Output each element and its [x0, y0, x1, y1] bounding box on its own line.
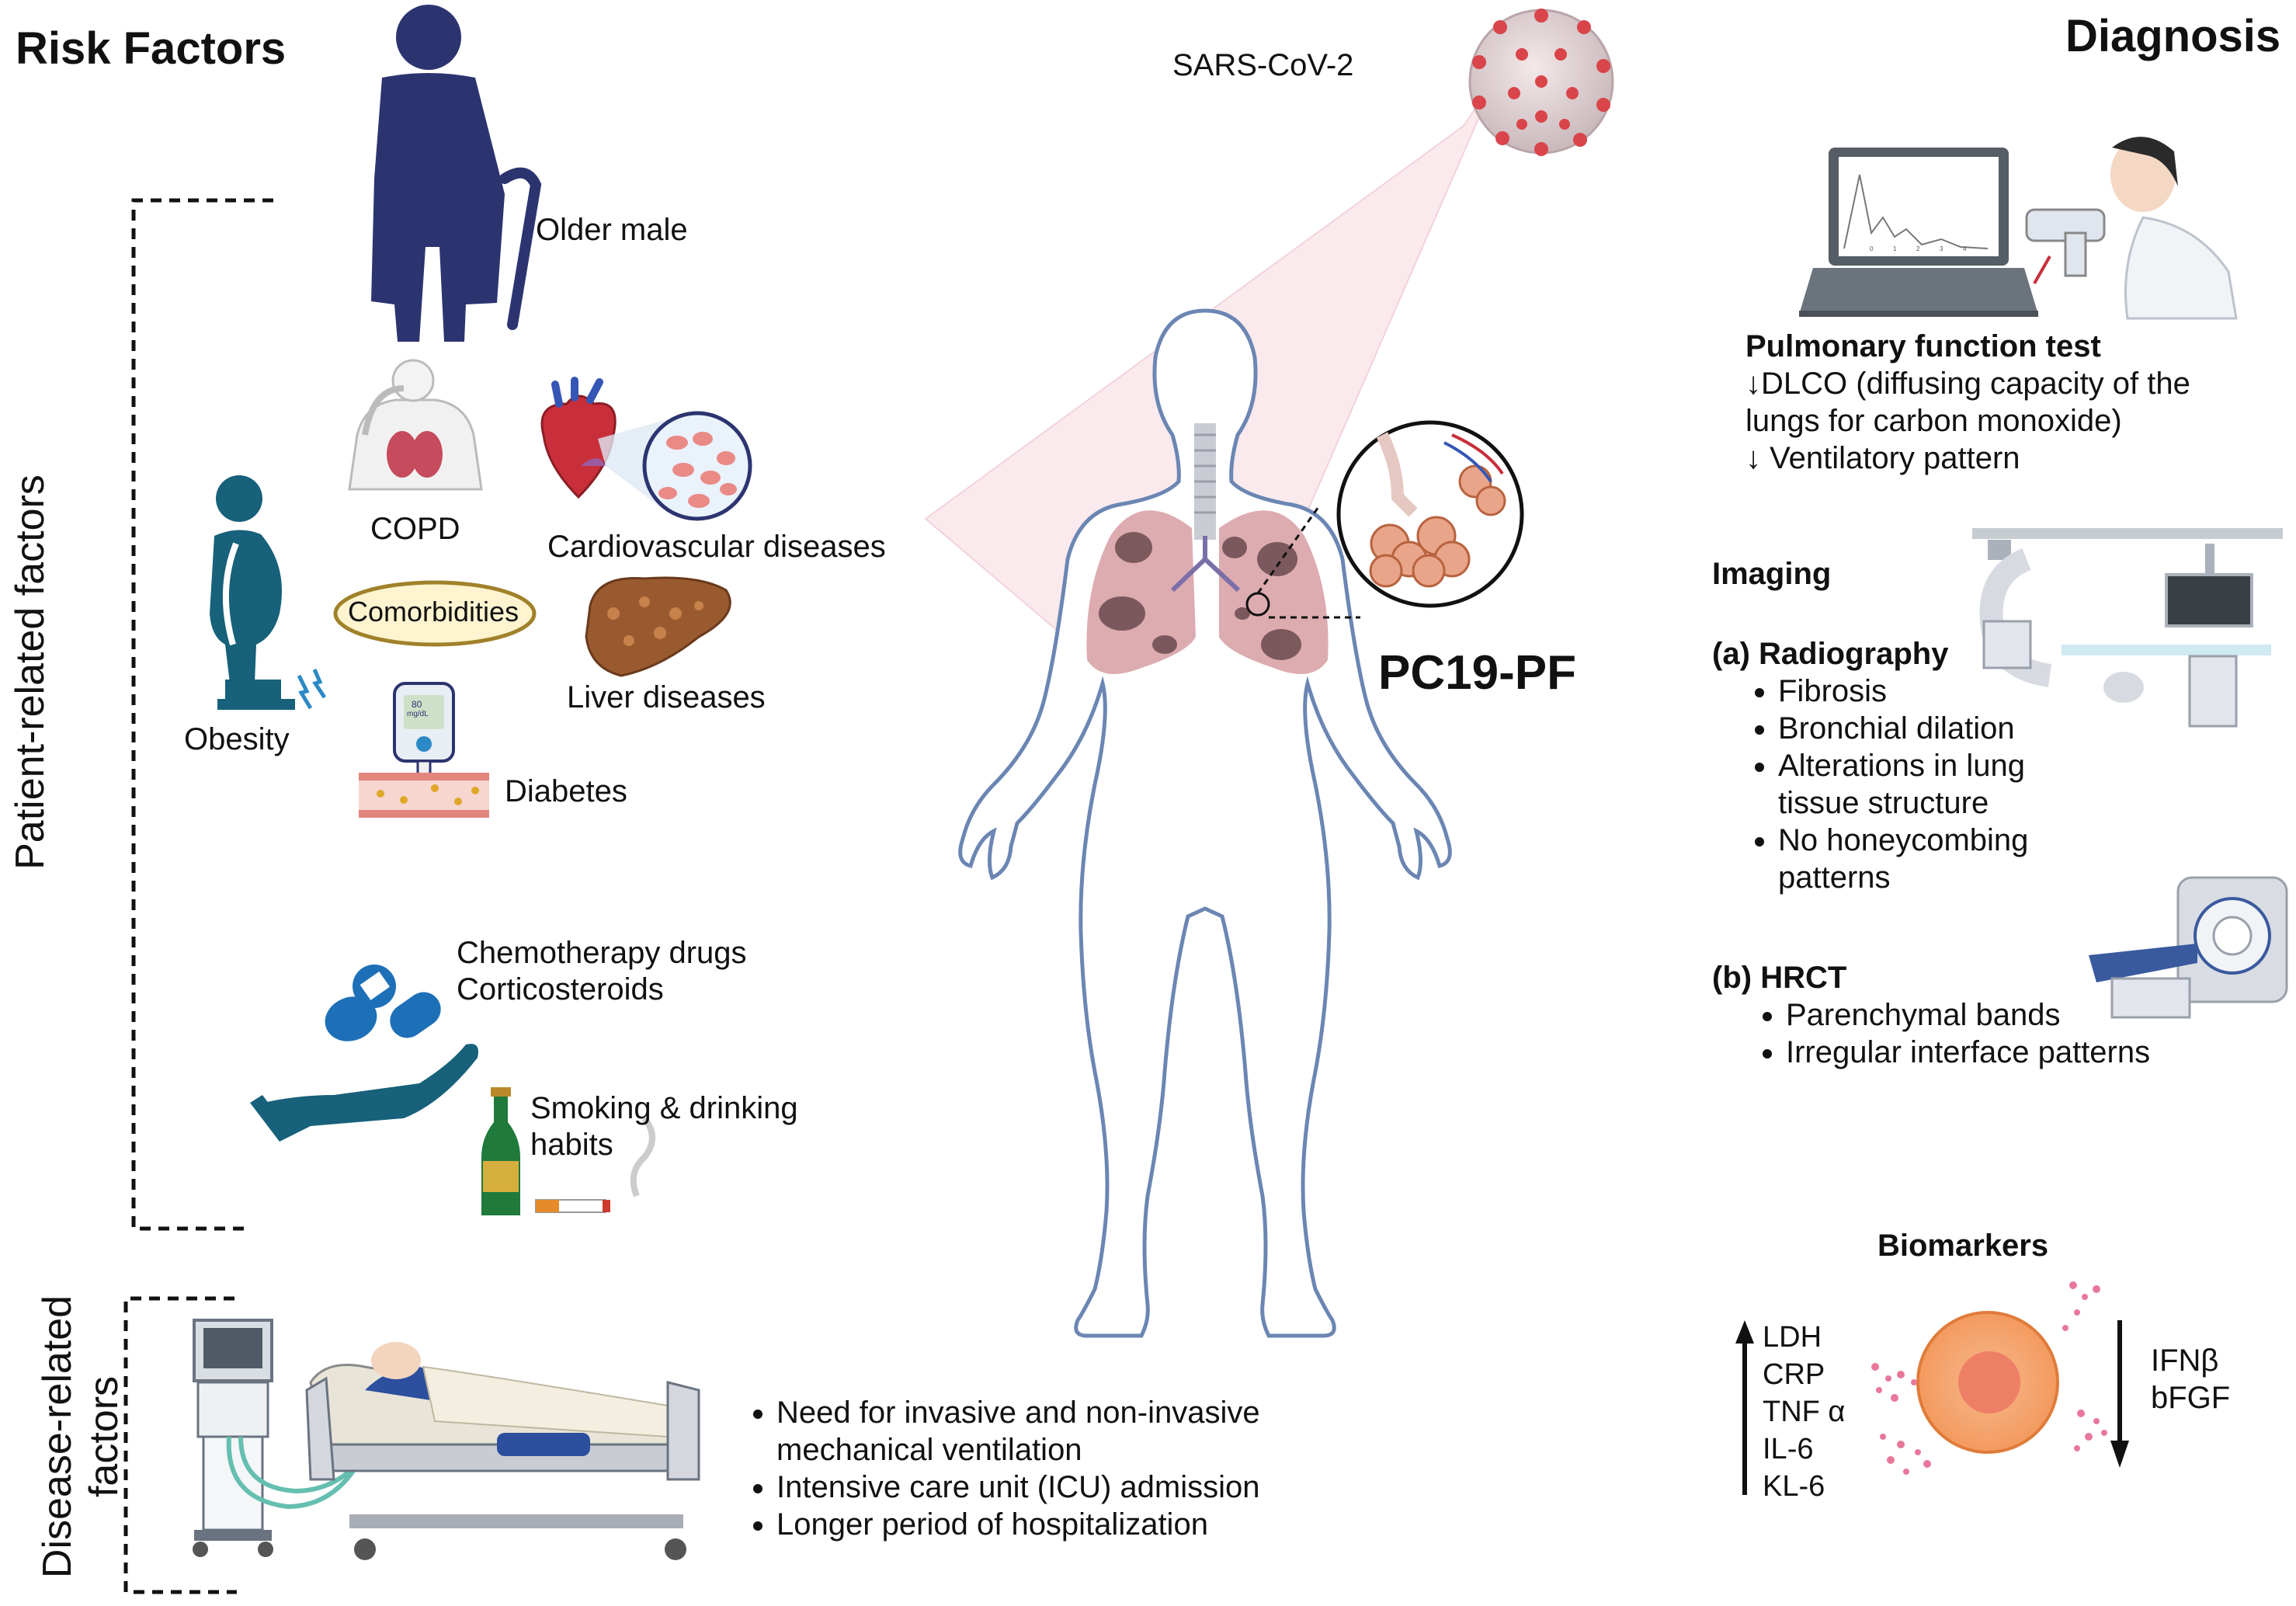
radiography-title: (a) Radiography: [1712, 637, 1949, 671]
imaging-title: Imaging: [1712, 557, 1832, 591]
list-item: Parenchymal bands: [1786, 996, 2221, 1034]
lungs-icon: [1086, 510, 1329, 674]
disease-related-label: Disease-related factors: [35, 1289, 136, 1584]
drugs-hand-icon: [250, 965, 478, 1142]
disease-related-line1: Disease-related: [35, 1295, 80, 1579]
pulmonary-test-line2: lungs for carbon monoxide): [1745, 404, 2122, 438]
downregulated-biomarkers: IFNβ bFGF: [2151, 1342, 2230, 1417]
tick-label: 2: [1916, 245, 1920, 252]
upregulated-biomarkers: LDH CRP TNF α IL-6 KL-6: [1763, 1319, 1845, 1505]
glucometer-value: 80: [412, 699, 422, 710]
biomarker-down: IFNβ: [2151, 1344, 2219, 1378]
biomarker-up: LDH: [1763, 1321, 1822, 1354]
biomarkers-title: Biomarkers: [1877, 1229, 2049, 1263]
diagnosis-heading: Diagnosis: [2065, 11, 2281, 61]
beer-bottle-icon: [481, 1087, 520, 1215]
patient-factors-bracket: [131, 198, 273, 1231]
human-body-outline: [958, 308, 1452, 1338]
disease-related-line2: factors: [81, 1375, 127, 1498]
list-item: Irregular interface patterns: [1786, 1034, 2221, 1071]
list-item: Longer period of hospitalization: [776, 1506, 1312, 1543]
pulmonary-test-line1: ↓DLCO (diffusing capacity of the: [1745, 367, 2190, 401]
liver-label: Liver diseases: [567, 680, 766, 714]
list-item: Fibrosis: [1778, 673, 2081, 710]
biomarker-dots: [1871, 1281, 2107, 1475]
older-male-icon: [371, 5, 542, 342]
list-item: Bronchial dilation: [1778, 710, 2081, 747]
up-arrow-icon: [1735, 1320, 1754, 1495]
biomarker-up: KL-6: [1763, 1470, 1825, 1503]
diabetes-label: Diabetes: [505, 774, 627, 808]
trachea-icon: [1194, 423, 1216, 540]
older-male-label: Older male: [536, 213, 688, 247]
pulmonary-test-line3: ↓ Ventilatory pattern: [1745, 441, 2020, 475]
down-arrow-icon: [2110, 1320, 2129, 1468]
drugs-label-line1: Chemotherapy drugs: [457, 936, 747, 970]
list-item: Alterations in lung tissue structure: [1778, 747, 2081, 822]
tick-label: 4: [1963, 245, 1967, 252]
glucometer-unit: mg/dL: [407, 710, 429, 718]
disease-factors-bracket: [123, 1296, 237, 1594]
hrct-title: (b) HRCT: [1712, 961, 1847, 995]
list-item: Need for invasive and non-invasive mecha…: [776, 1394, 1312, 1469]
radiography-list: Fibrosis Bronchial dilation Alterations …: [1741, 673, 2081, 896]
biomarker-up: CRP: [1763, 1358, 1825, 1391]
sars-cov-2-label: SARS-CoV-2: [1172, 48, 1354, 82]
comorbidities-ellipse: [333, 580, 537, 647]
comorbidities-label: Comorbidities: [348, 596, 519, 627]
list-item: Intensive care unit (ICU) admission: [776, 1469, 1312, 1506]
cardiovascular-label: Cardiovascular diseases: [547, 530, 886, 564]
pulmonary-test-title: Pulmonary function test: [1745, 329, 2101, 363]
zoom-connector: [1256, 504, 1360, 619]
tissue-zoom-circle: [642, 411, 752, 521]
radiography-machine-icon: [1972, 528, 2283, 728]
ventilator-icon: [193, 1319, 406, 1557]
disease-factors-list: Need for invasive and non-invasive mecha…: [739, 1394, 1312, 1543]
patient-spirometry-icon: [2025, 137, 2238, 320]
tick-label: 1: [1893, 245, 1897, 252]
heart-icon: [540, 377, 617, 499]
hospital-bed-icon: [305, 1342, 700, 1560]
tick-label: 0: [1870, 245, 1874, 252]
biomarker-up: IL-6: [1763, 1433, 1814, 1465]
blood-vessel-icon: [359, 773, 489, 818]
drugs-label-line2: Corticosteroids: [457, 972, 664, 1006]
smoking-label-line2: habits: [530, 1128, 613, 1162]
hrct-list: Parenchymal bands Irregular interface pa…: [1749, 996, 2221, 1071]
glucometer-icon: [393, 682, 455, 783]
cigarette-icon: [535, 1116, 655, 1213]
biomarker-up: TNF α: [1763, 1396, 1846, 1428]
laptop-icon: [1799, 148, 2038, 317]
alveoli-zoom-circle: [1336, 420, 1524, 608]
patient-related-label: Patient-related factors: [8, 474, 54, 870]
laptop-axis-ticks: 0 1 2 3 4: [1870, 245, 1994, 256]
liver-icon: [585, 576, 731, 677]
obesity-icon: [210, 475, 327, 710]
pc19-pf-label: PC19-PF: [1378, 646, 1576, 700]
smoking-label-line1: Smoking & drinking: [530, 1091, 798, 1125]
list-item: No honeycombing patterns: [1778, 822, 2081, 896]
copd-icon: [348, 359, 483, 491]
obesity-label: Obesity: [184, 722, 290, 756]
sars-cov-2-virus-icon: [1468, 9, 1614, 156]
biomarker-down: bFGF: [2151, 1381, 2231, 1415]
risk-factors-heading: Risk Factors: [16, 23, 287, 74]
ct-scanner-icon: [2089, 876, 2288, 1019]
copd-label: COPD: [370, 512, 460, 546]
biomarker-cell-icon: [1916, 1311, 2059, 1454]
tick-label: 3: [1940, 245, 1943, 252]
